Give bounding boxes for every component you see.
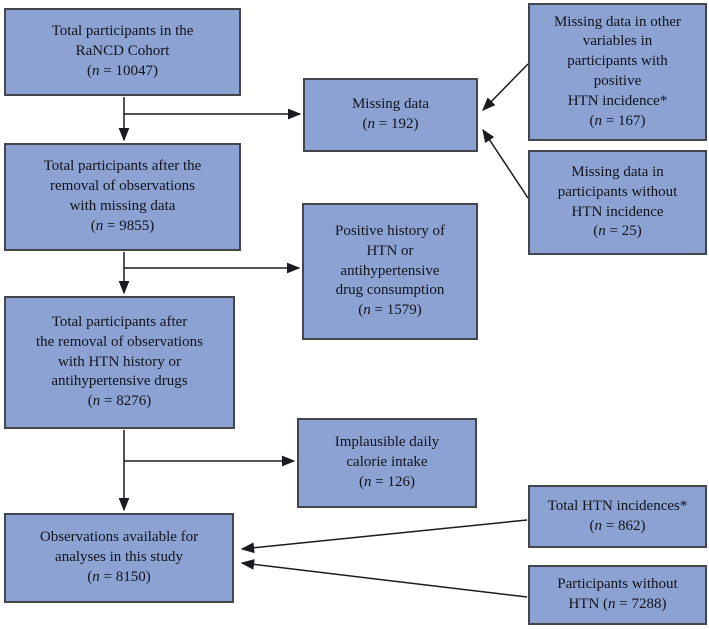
- box-positive-htn-history: Positive history of HTN or antihypertens…: [302, 203, 478, 340]
- arrow-missing-without-to-missing: [482, 128, 529, 199]
- box-text-line: analyses in this study: [55, 549, 183, 566]
- box-text-line: HTN (n = 7288): [568, 596, 667, 612]
- box-text-line: drug consumption: [335, 282, 445, 299]
- box-text-line: Total HTN incidences*: [547, 497, 688, 514]
- box-text-line: antihypertensive drugs: [51, 373, 188, 390]
- box-text-line: Total participants after the: [43, 158, 202, 175]
- box-text-line: participants without: [557, 183, 678, 200]
- box-missing-without-htn: Missing data in participants without HTN…: [528, 150, 707, 255]
- box-text-line: removal of observations: [50, 178, 195, 195]
- box-after-missing-removed: Total participants after the removal of …: [4, 143, 241, 251]
- box-text-line: HTN or: [366, 242, 414, 259]
- box-text-line: (n = 25): [593, 223, 642, 240]
- box-final-analysis-sample: Observations available for analyses in t…: [4, 513, 234, 603]
- box-missing-other-variables: Missing data in other variables in parti…: [528, 3, 707, 141]
- box-text-line: (n = 8150): [87, 568, 151, 585]
- box-text-line: calorie intake: [346, 454, 428, 471]
- box-text-line: HTN incidence: [571, 203, 664, 220]
- box-text-line: Missing data: [351, 96, 430, 113]
- box-text-line: Missing data in: [571, 163, 664, 180]
- box-text-line: (n = 1579): [358, 302, 422, 319]
- box-text-line: (n = 167): [589, 112, 646, 129]
- box-text-line: (n = 9855): [90, 217, 155, 234]
- box-text-line: with HTN history or: [58, 353, 181, 370]
- arrow-total-htn-to-final: [240, 519, 528, 554]
- box-text-line: HTN incidence*: [567, 92, 668, 109]
- box-text-line: participants with: [567, 53, 668, 70]
- box-total-cohort: Total participants in the RaNCD Cohort (…: [4, 8, 241, 96]
- box-text-line: (n = 126): [359, 473, 415, 490]
- box-implausible-calorie-intake: Implausible daily calorie intake (n = 12…: [297, 418, 477, 508]
- box-missing-data: Missing data (n = 192): [303, 78, 478, 152]
- box-text-line: Total participants in the: [51, 23, 194, 40]
- box-text-line: antihypertensive: [340, 262, 440, 279]
- box-text-line: with missing data: [69, 198, 176, 214]
- box-text-line: Implausible daily: [334, 434, 440, 451]
- box-text-line: variables in: [582, 33, 653, 50]
- box-text-line: Observations available for: [39, 529, 199, 546]
- box-text-line: positive: [593, 73, 642, 89]
- box-participants-without-htn: Participants without HTN (n = 7288): [528, 565, 707, 625]
- box-text-line: (n = 8276): [87, 393, 152, 410]
- box-after-htn-removed: Total participants after the removal of …: [4, 296, 235, 429]
- box-text-line: Participants without: [557, 576, 678, 593]
- box-text-line: (n = 192): [362, 116, 419, 132]
- box-total-htn-incidences: Total HTN incidences* (n = 862): [528, 485, 707, 548]
- box-text-line: the removal of observations: [35, 333, 204, 350]
- arrow-missing-other-to-missing: [482, 63, 529, 111]
- box-text-line: Total participants after: [51, 314, 188, 330]
- box-text-line: Positive history of: [334, 223, 445, 239]
- box-text-line: (n = 862): [589, 517, 646, 534]
- box-text-line: (n = 10047): [87, 62, 158, 79]
- box-text-line: RaNCD Cohort: [75, 43, 170, 60]
- arrow-without-htn-to-final: [240, 559, 528, 598]
- box-text-line: Missing data in other: [553, 13, 682, 30]
